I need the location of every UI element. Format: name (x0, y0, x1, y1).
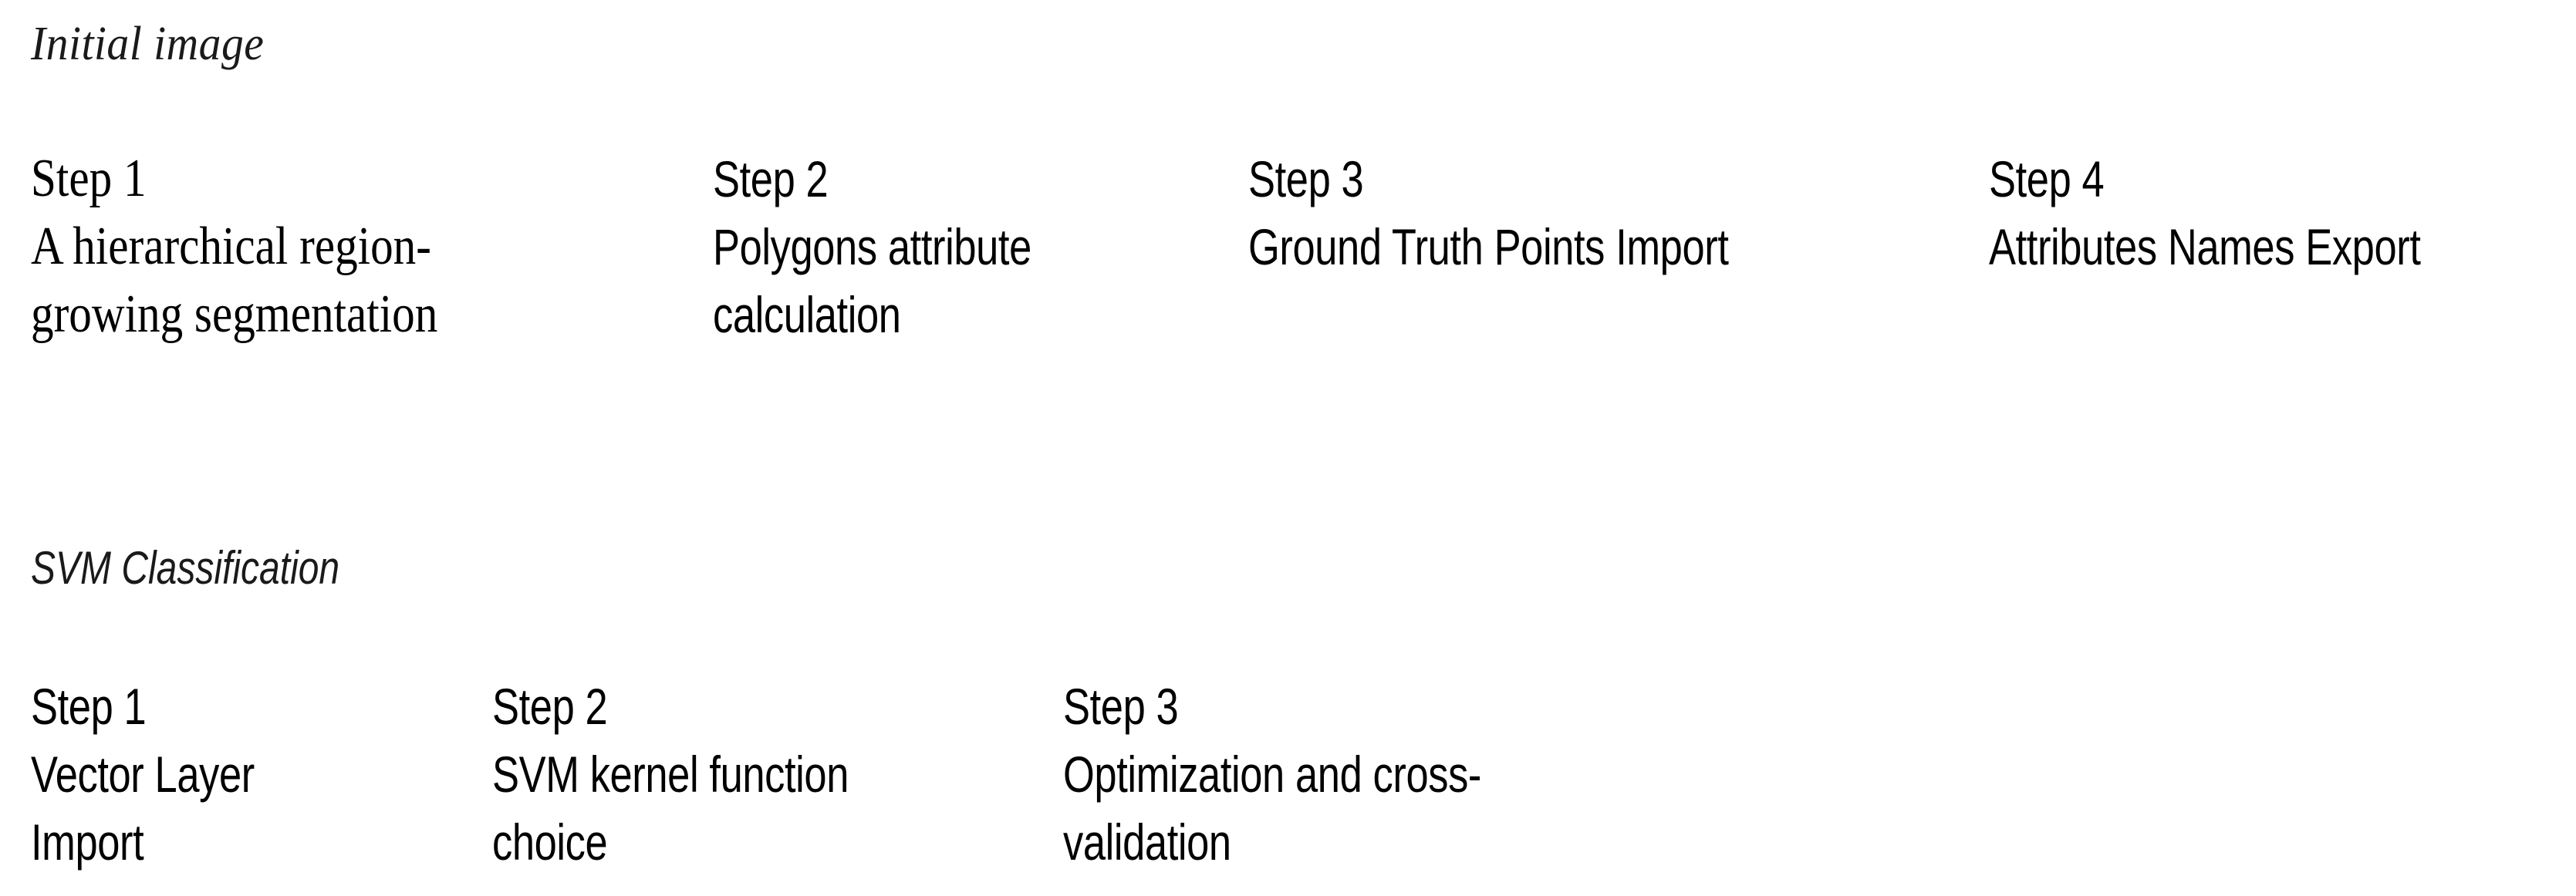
step-description: A hierarchical region- growing segmentat… (31, 217, 438, 344)
step-description: Ground Truth Points Import (1248, 218, 1729, 275)
step-description: Optimization and cross- validation (1063, 746, 1482, 871)
step-column-svm-1: Step 1 Vector Layer Import (31, 672, 571, 876)
section-heading-initial-image: Initial image (31, 18, 265, 70)
step-description: Polygons attribute calculation (713, 218, 1031, 343)
step-column-svm-3: Step 3 Optimization and cross- validatio… (1063, 672, 1757, 876)
step-column-initial-image-2: Step 2 Polygons attribute calculation (713, 145, 1407, 349)
step-column-initial-image-3: Step 3 Ground Truth Points Import (1248, 145, 2097, 281)
step-column-initial-image-4: Step 4 Attributes Names Export (1989, 145, 2576, 281)
step-description: Attributes Names Export (1989, 218, 2421, 275)
step-column-initial-image-1: Step 1 A hierarchical region- growing se… (31, 145, 841, 349)
step-title: Step 4 (1989, 150, 2105, 207)
step-title: Step 3 (1063, 678, 1179, 735)
section-heading-svm-classification: SVM Classification (31, 542, 340, 594)
step-title: Step 2 (713, 150, 829, 207)
step-description: Vector Layer Import (31, 746, 255, 871)
step-title: Step 1 (31, 149, 147, 208)
step-title: Step 1 (31, 678, 147, 735)
step-description: SVM kernel function choice (492, 746, 849, 871)
step-title: Step 3 (1248, 150, 1364, 207)
step-title: Step 2 (492, 678, 608, 735)
step-column-svm-2: Step 2 SVM kernel function choice (492, 672, 1133, 876)
